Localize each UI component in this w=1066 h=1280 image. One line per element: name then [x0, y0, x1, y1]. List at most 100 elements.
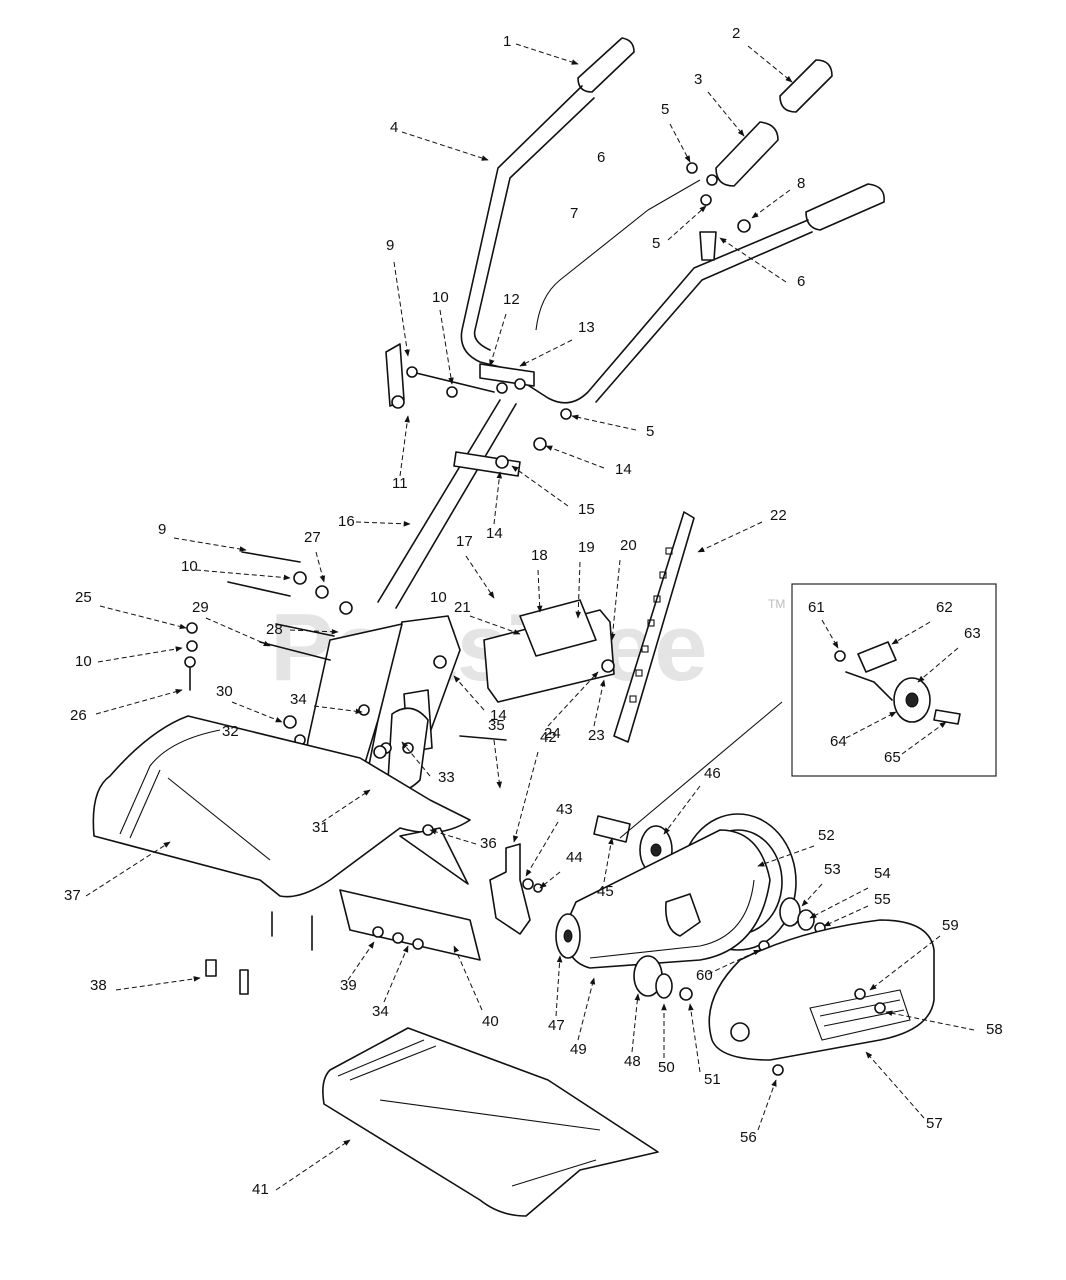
leader-line-5	[667, 205, 707, 241]
callout-8: 8	[797, 175, 805, 192]
leader-line-60	[707, 949, 761, 975]
callout-20: 20	[620, 537, 637, 554]
leader-line-52	[757, 845, 815, 867]
callout-64: 64	[830, 733, 847, 750]
leader-line-10	[439, 309, 454, 385]
callout-59: 59	[942, 917, 959, 934]
left-handle-grip	[577, 37, 635, 93]
leader-line-45	[603, 837, 614, 883]
leader-line-15	[511, 465, 569, 507]
leader-line-5	[571, 414, 637, 431]
callout-48: 48	[624, 1053, 641, 1070]
leader-line-16	[355, 520, 411, 527]
leader-line-38	[115, 976, 201, 991]
leader-line-14	[493, 471, 503, 525]
handle-bracket-hardware	[377, 343, 547, 609]
callout-21: 21	[454, 599, 471, 616]
leader-line-59	[869, 935, 941, 991]
leader-line-1	[515, 43, 579, 65]
leader-line-9	[173, 537, 247, 552]
callout-18: 18	[531, 547, 548, 564]
leader-line-43	[525, 821, 559, 877]
callout-43: 43	[556, 801, 573, 818]
callout-40: 40	[482, 1013, 499, 1030]
callout-16: 16	[338, 513, 355, 530]
callout-28: 28	[266, 621, 283, 638]
callout-3: 3	[694, 71, 702, 88]
callout-65: 65	[884, 749, 901, 766]
callout-45: 45	[597, 883, 614, 900]
watermark-trademark: TM	[768, 597, 785, 611]
leader-line-47	[555, 955, 563, 1017]
inset-tensioner	[834, 641, 961, 725]
callout-14: 14	[490, 707, 507, 724]
callout-36: 36	[480, 835, 497, 852]
callout-10: 10	[181, 558, 198, 575]
leader-line-35	[493, 739, 502, 789]
leader-line-5	[669, 123, 691, 163]
callout-37: 37	[64, 887, 81, 904]
callout-39: 39	[340, 977, 357, 994]
callout-7: 7	[570, 205, 578, 222]
callout-60: 60	[696, 967, 713, 984]
callout-32: 32	[222, 723, 239, 740]
callout-5: 5	[652, 235, 660, 252]
leader-line-49	[577, 977, 596, 1041]
leader-line-64	[845, 711, 897, 739]
right-handle-grip	[779, 59, 833, 113]
callout-27: 27	[304, 529, 321, 546]
leader-line-8	[751, 189, 791, 219]
leader-line-19	[575, 561, 582, 619]
leader-line-37	[85, 841, 171, 897]
leader-line-40	[453, 945, 483, 1011]
shift-bracket	[489, 843, 531, 935]
callout-63: 63	[964, 625, 981, 642]
callout-30: 30	[216, 683, 233, 700]
callout-6: 6	[797, 273, 805, 290]
leader-line-6	[719, 237, 787, 283]
leader-line-58	[885, 1010, 975, 1031]
leader-line-48	[631, 993, 641, 1053]
leader-line-27	[315, 551, 326, 583]
inset-box	[791, 583, 997, 777]
leader-line-21	[469, 615, 521, 635]
leader-line-2	[747, 45, 793, 83]
leader-line-36	[429, 829, 477, 845]
main-handlebar	[460, 85, 583, 373]
callout-6: 6	[597, 149, 605, 166]
callout-9: 9	[386, 237, 394, 254]
leader-line-30	[231, 701, 283, 723]
leader-line-26	[95, 688, 183, 715]
leader-line-65	[901, 721, 947, 755]
leader-line-13	[519, 339, 573, 367]
callout-53: 53	[824, 861, 841, 878]
callout-22: 22	[770, 507, 787, 524]
callout-10: 10	[432, 289, 449, 306]
leader-line-61	[821, 619, 839, 649]
callout-24: 24	[544, 725, 561, 742]
callout-55: 55	[874, 891, 891, 908]
callout-17: 17	[456, 533, 473, 550]
leader-line-57	[865, 1051, 925, 1119]
callout-15: 15	[578, 501, 595, 518]
callout-4: 4	[390, 119, 398, 136]
callout-62: 62	[936, 599, 953, 616]
callout-10: 10	[430, 589, 447, 606]
callout-34: 34	[372, 1003, 389, 1020]
callout-46: 46	[704, 765, 721, 782]
leader-line-34	[313, 705, 363, 714]
callout-11: 11	[392, 475, 408, 492]
leader-line-20	[609, 559, 621, 641]
leader-line-3	[707, 91, 745, 137]
callout-50: 50	[658, 1059, 675, 1076]
leader-line-63	[917, 647, 959, 683]
handlebar-assembly	[460, 37, 885, 420]
callout-34: 34	[290, 691, 307, 708]
callout-56: 56	[740, 1129, 757, 1146]
leader-line-22	[697, 521, 763, 553]
leader-line-56	[757, 1079, 777, 1131]
leader-line-34	[383, 945, 409, 1003]
right-handlebar-grip	[805, 183, 885, 231]
drive-shaft	[593, 815, 631, 843]
